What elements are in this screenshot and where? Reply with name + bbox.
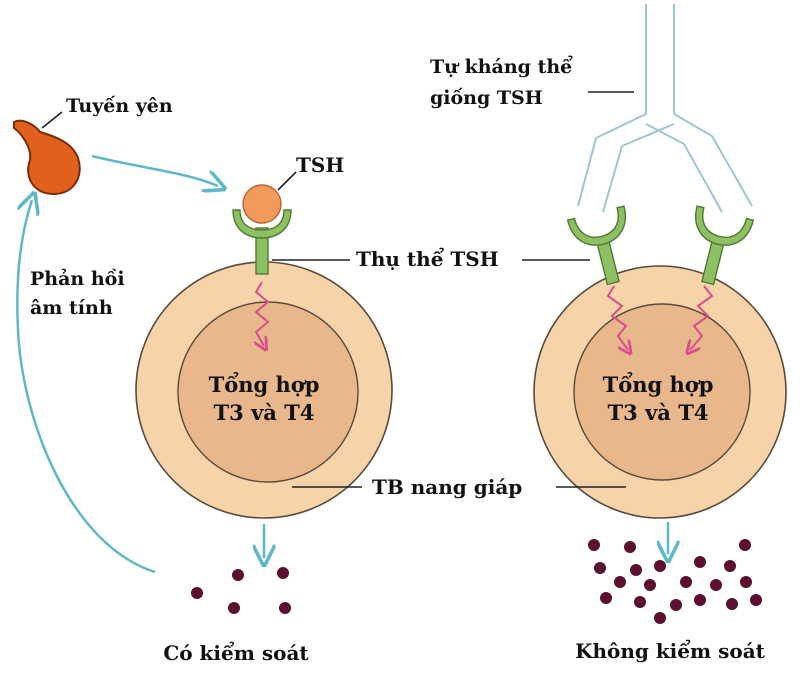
right-signal-arrow-right (690, 285, 714, 350)
left-cell-synthesis-line2: T3 và T4 (214, 400, 315, 425)
right-cell-synthesis-line1: Tổng hợp (603, 372, 714, 397)
left-cell-synthesis-line1: Tổng hợp (209, 372, 320, 397)
secretion-arrow (91, 154, 218, 186)
tsh-label: TSH (296, 153, 344, 177)
tsh-leader-line (277, 171, 297, 191)
feedback-label-line2: âm tính (30, 297, 113, 319)
right-cell-synthesis-line2: T3 và T4 (608, 400, 709, 425)
feedback-label-line1: Phản hồi (30, 268, 125, 290)
left-tsh-receptor (232, 209, 292, 275)
receptor-label: Thụ thể TSH (356, 246, 499, 271)
right-tsh-receptor-right (695, 205, 755, 286)
left-signal-arrow (256, 281, 270, 346)
left-follicular-cell (135, 261, 393, 519)
right-tsh-receptor-left (566, 205, 626, 286)
pituitary-leader-line (41, 111, 63, 129)
pituitary-label: Tuyến yên (66, 95, 173, 117)
follicular-cell-label: TB nang giáp (372, 475, 522, 499)
uncontrolled-hormones (588, 539, 762, 624)
pituitary-gland (13, 119, 81, 196)
autoantibody (577, 4, 753, 213)
negative-feedback-arrow (16, 200, 156, 574)
controlled-label: Có kiểm soát (163, 640, 309, 665)
uncontrolled-label: Không kiểm soát (575, 638, 766, 663)
right-signal-arrow-left (606, 285, 628, 350)
autoantibody-label-line1: Tự kháng thể (430, 54, 573, 78)
tsh-molecule (242, 184, 282, 224)
autoantibody-label-line2: giống TSH (430, 87, 543, 109)
controlled-hormones (191, 567, 291, 614)
